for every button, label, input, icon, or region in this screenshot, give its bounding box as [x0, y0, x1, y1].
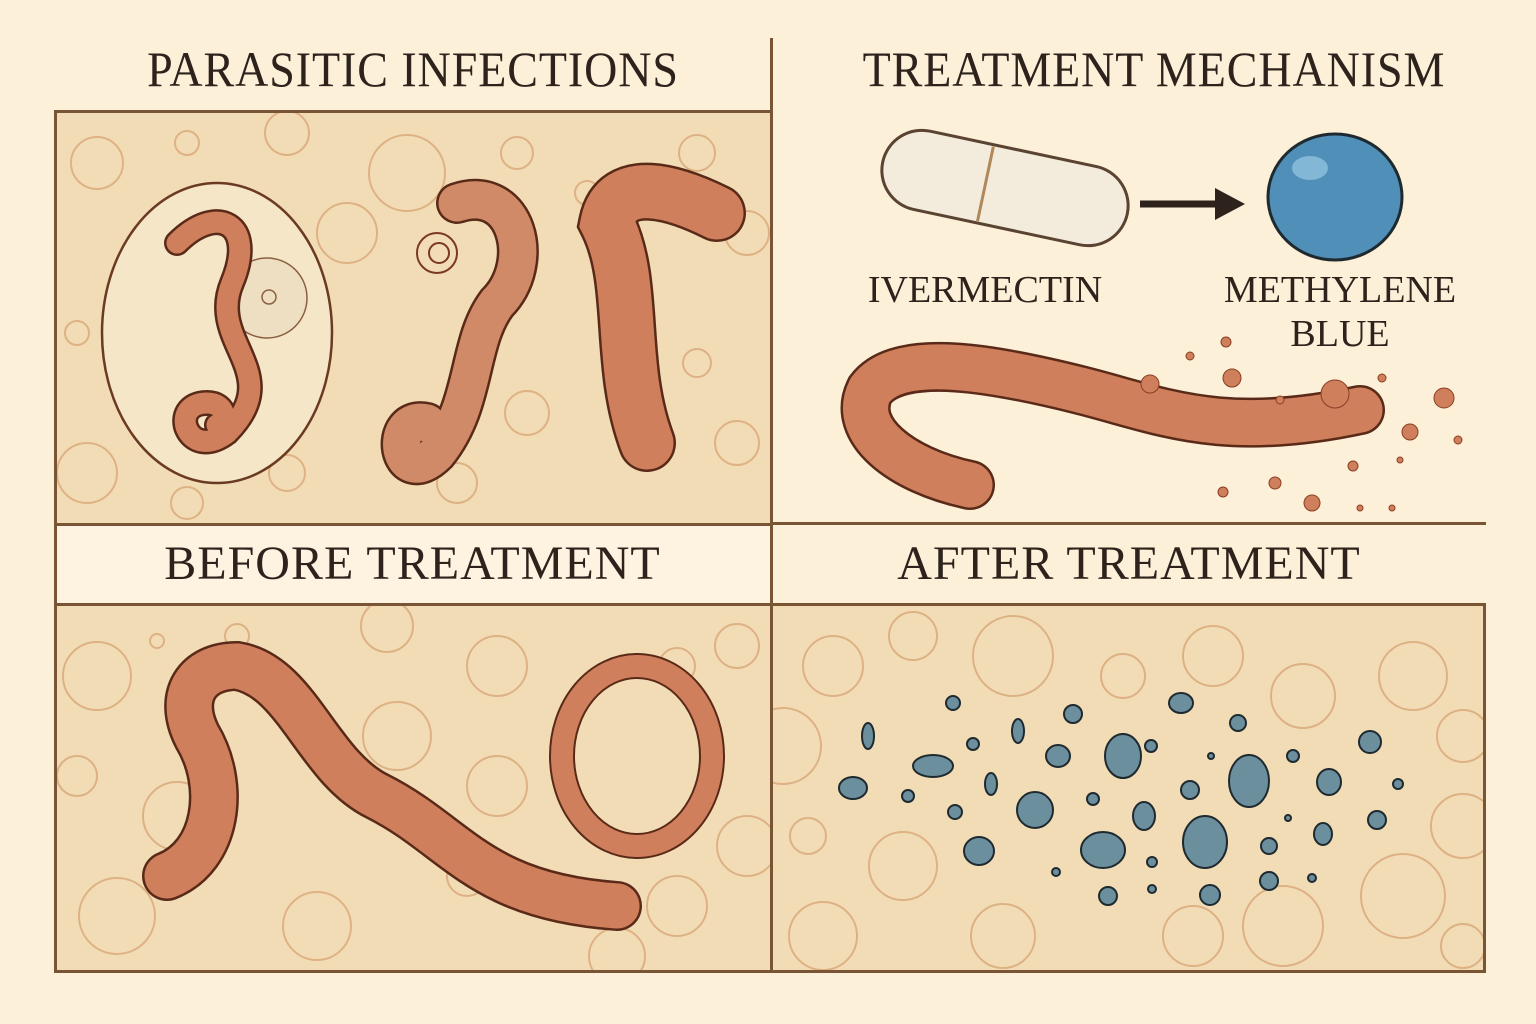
methylene-blue-sphere-icon	[1266, 132, 1404, 262]
title-treatment-mechanism: TREATMENT MECHANISM	[862, 41, 1446, 97]
ivermectin-label: IVERMECTIN	[867, 269, 1103, 311]
horizontal-divider	[772, 522, 1486, 525]
before-label-band	[57, 526, 770, 603]
title-after-treatment: AFTER TREATMENT	[897, 537, 1361, 590]
panel-parasitic-infections	[54, 110, 773, 526]
after-particles-illustration	[773, 611, 1483, 970]
blue-particles	[838, 692, 1404, 906]
capsule-icon	[880, 128, 1130, 248]
panel-after-treatment	[770, 603, 1486, 973]
title-parasitic-infections: PARASITIC INFECTIONS	[147, 41, 679, 97]
parasites-illustration	[57, 113, 770, 520]
panel-before-treatment	[54, 603, 773, 973]
before-worms-illustration	[57, 606, 770, 970]
title-before-treatment: BEFORE TREATMENT	[164, 537, 661, 590]
band-left-border	[54, 523, 57, 605]
methylene-blue-label: METHYLENE BLUE	[1223, 269, 1457, 355]
